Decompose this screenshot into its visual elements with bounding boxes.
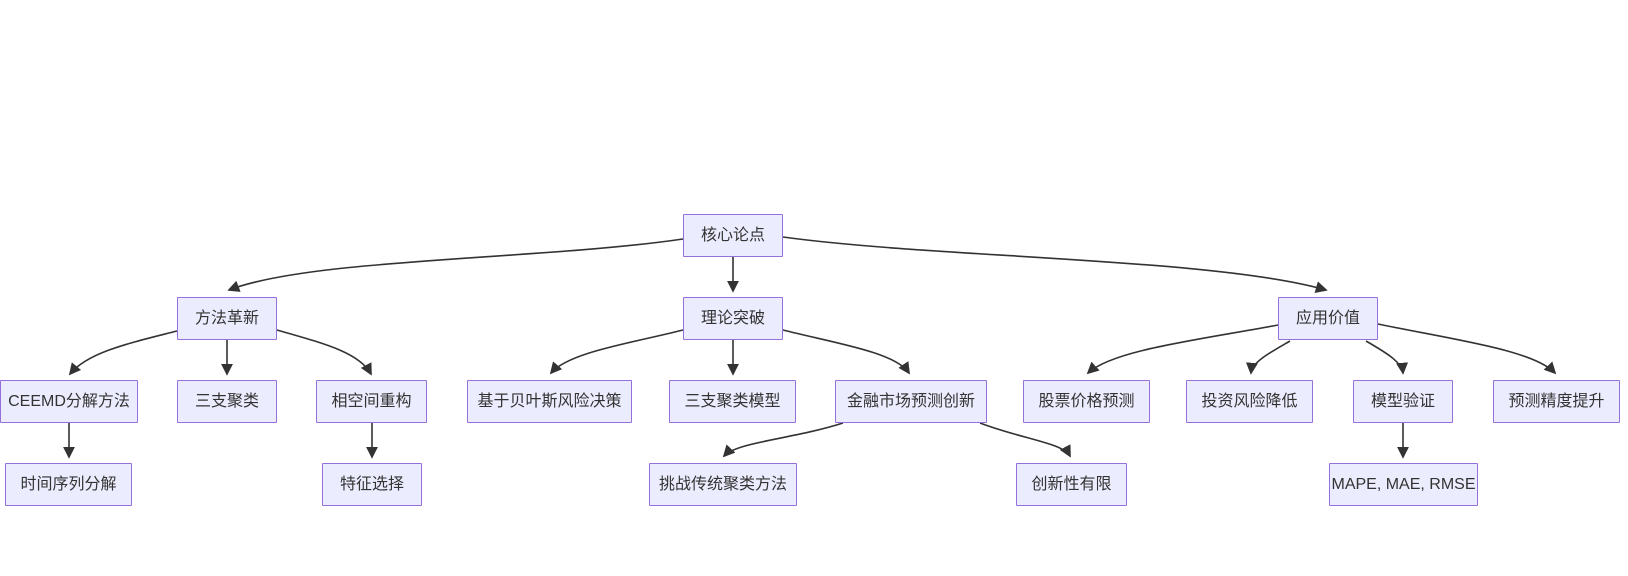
node-financial-market-innovation: 金融市场预测创新 [835, 380, 987, 423]
edge-application-stock [1086, 324, 1279, 375]
node-phase-space-reconstruction: 相空间重构 [316, 380, 427, 423]
edge-root-application [782, 236, 1328, 293]
node-method-innovation: 方法革新 [177, 297, 277, 340]
edge-fininnovation-challenge [722, 422, 844, 458]
node-three-way-clustering-model: 三支聚类模型 [669, 380, 796, 423]
edge-method-phasespace [276, 329, 372, 376]
node-challenge-traditional-clustering: 挑战传统聚类方法 [649, 463, 797, 506]
edge-application-validation [1365, 340, 1409, 375]
node-model-validation-label: 模型验证 [1370, 392, 1435, 410]
node-theory-breakthrough: 理论突破 [683, 297, 783, 340]
node-challenge-traditional-clustering-label: 挑战传统聚类方法 [658, 475, 787, 493]
node-model-validation: 模型验证 [1353, 380, 1453, 423]
node-feature-selection: 特征选择 [322, 463, 422, 506]
node-three-way-clustering-label: 三支聚类 [194, 392, 259, 410]
edge-application-investrisk [1245, 340, 1291, 375]
edge-method-ceemd [68, 330, 178, 376]
node-limited-innovation-label: 创新性有限 [1031, 475, 1112, 493]
edge-theory-fininnovation [782, 329, 911, 375]
node-error-metrics: MAPE, MAE, RMSE [1329, 463, 1478, 506]
node-core-thesis: 核心论点 [683, 214, 783, 257]
node-application-value: 应用价值 [1278, 297, 1378, 340]
node-prediction-accuracy-improvement: 预测精度提升 [1493, 380, 1620, 423]
node-ceemd-method-label: CEEMD分解方法 [8, 392, 130, 410]
node-time-series-decomposition-label: 时间序列分解 [20, 475, 117, 493]
node-three-way-clustering-model-label: 三支聚类模型 [684, 392, 781, 410]
edge-root-method [227, 238, 684, 292]
node-bayes-risk-decision-label: 基于贝叶斯风险决策 [477, 392, 622, 410]
node-method-innovation-label: 方法革新 [194, 309, 259, 327]
node-application-value-label: 应用价值 [1295, 309, 1360, 327]
node-three-way-clustering: 三支聚类 [177, 380, 277, 423]
node-phase-space-reconstruction-label: 相空间重构 [331, 392, 412, 410]
edge-theory-bayes [549, 329, 684, 375]
node-financial-market-innovation-label: 金融市场预测创新 [846, 392, 975, 410]
node-feature-selection-label: 特征选择 [339, 475, 404, 493]
node-theory-breakthrough-label: 理论突破 [700, 309, 765, 327]
node-core-thesis-label: 核心论点 [700, 226, 765, 244]
node-prediction-accuracy-improvement-label: 预测精度提升 [1508, 392, 1605, 410]
edge-fininnovation-limited [979, 422, 1071, 458]
node-time-series-decomposition: 时间序列分解 [5, 463, 132, 506]
node-bayes-risk-decision: 基于贝叶斯风险决策 [467, 380, 632, 423]
node-stock-price-prediction-label: 股票价格预测 [1038, 392, 1135, 410]
node-error-metrics-label: MAPE, MAE, RMSE [1331, 475, 1476, 493]
node-ceemd-method: CEEMD分解方法 [0, 380, 138, 423]
node-stock-price-prediction: 股票价格预测 [1023, 380, 1150, 423]
node-investment-risk-reduction-label: 投资风险降低 [1201, 392, 1298, 410]
node-investment-risk-reduction: 投资风险降低 [1186, 380, 1313, 423]
node-limited-innovation: 创新性有限 [1016, 463, 1127, 506]
edge-application-accuracy [1377, 323, 1557, 375]
